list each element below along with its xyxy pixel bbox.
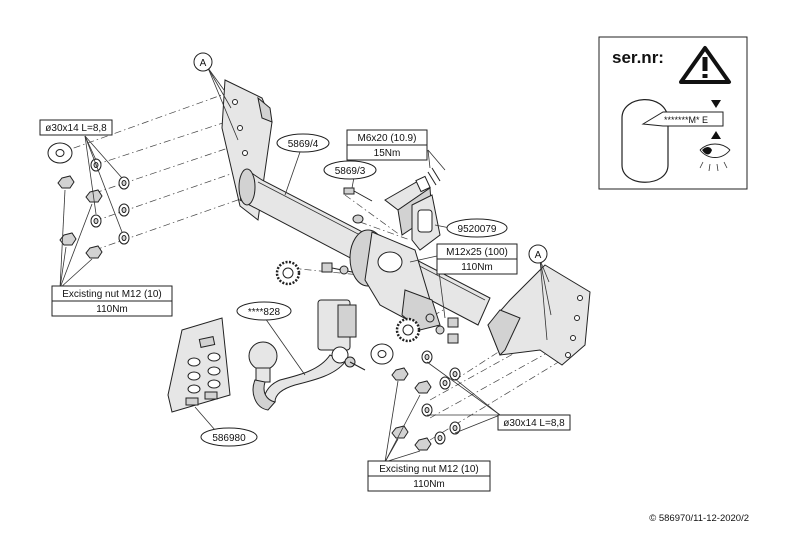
left-nuts xyxy=(57,175,103,259)
socket-label: 9520079 xyxy=(446,218,508,238)
m12-bolt-torque: 110Nm xyxy=(461,262,493,273)
serrated-washer-left xyxy=(275,260,301,286)
washer-right-label: ø30x14 L=8,8 xyxy=(497,414,571,431)
ball-neck xyxy=(248,299,366,411)
m12-bolt-name: M12x25 (100) xyxy=(446,247,508,258)
bracket-part-text: 5869/3 xyxy=(335,166,366,177)
right-mounting-plate xyxy=(487,264,591,366)
nut-bottom-torque: 110Nm xyxy=(413,479,445,490)
ser-plate-text: *******M* E xyxy=(664,115,708,125)
bottom-washers xyxy=(421,350,461,445)
central-bracket xyxy=(349,229,441,331)
beam-part-text: 5869/4 xyxy=(288,139,319,150)
vehicle-frame-outline xyxy=(621,99,669,183)
ball-part-text: ****828 xyxy=(248,307,281,318)
leader-lines xyxy=(59,67,552,463)
nut-left-label: Excisting nut M12 (10) 110Nm xyxy=(51,285,173,317)
ball-label: ****828 xyxy=(236,301,292,321)
bottom-nuts xyxy=(391,367,432,451)
fitting-kit xyxy=(167,317,231,413)
nut-left-torque: 110Nm xyxy=(96,304,128,315)
ref-a-right-text: A xyxy=(535,250,542,261)
bracket-label: 5869/3 xyxy=(323,160,377,180)
serial-number-panel: ser.nr: *******M* E xyxy=(598,36,748,190)
m6-bolt-label: M6x20 (10.9) 15Nm xyxy=(346,129,428,161)
m12-bolt-label: M12x25 (100) 110Nm xyxy=(436,243,518,275)
m6-bolt-torque: 15Nm xyxy=(374,148,401,159)
electric-socket xyxy=(411,194,441,251)
warning-triangle-icon xyxy=(679,46,731,84)
washer-right-text: ø30x14 L=8,8 xyxy=(503,418,565,429)
ref-a-right: A xyxy=(528,244,548,264)
nut-bottom-label: Excisting nut M12 (10) 110Nm xyxy=(367,460,491,492)
washer-left-text: ø30x14 L=8,8 xyxy=(45,123,107,134)
bottom-large-washer xyxy=(370,343,394,365)
serial-plate: *******M* E xyxy=(641,111,724,127)
nut-left-name: Excisting nut M12 (10) xyxy=(62,289,162,300)
serrated-washer-right xyxy=(395,317,421,343)
ref-a-left-text: A xyxy=(200,58,207,69)
beam-label: 5869/4 xyxy=(276,133,330,153)
kit-label: 586980 xyxy=(200,427,258,447)
copyright: © 586970/11-12-2020/2 xyxy=(649,513,749,524)
socket-part-text: 9520079 xyxy=(458,224,497,235)
arrow-down-icon xyxy=(711,100,721,108)
m6-bolts xyxy=(343,187,373,224)
arrow-up-icon xyxy=(711,131,721,139)
eye-icon xyxy=(699,143,731,172)
ref-a-left: A xyxy=(193,52,213,72)
m12-bolts xyxy=(321,262,459,344)
nut-bottom-name: Excisting nut M12 (10) xyxy=(379,464,479,475)
kit-part-text: 586980 xyxy=(212,433,246,444)
left-large-washer xyxy=(47,142,73,164)
ser-title: ser.nr: xyxy=(612,48,664,67)
m6-bolt-name: M6x20 (10.9) xyxy=(358,133,417,144)
washer-left-label: ø30x14 L=8,8 xyxy=(39,119,113,136)
